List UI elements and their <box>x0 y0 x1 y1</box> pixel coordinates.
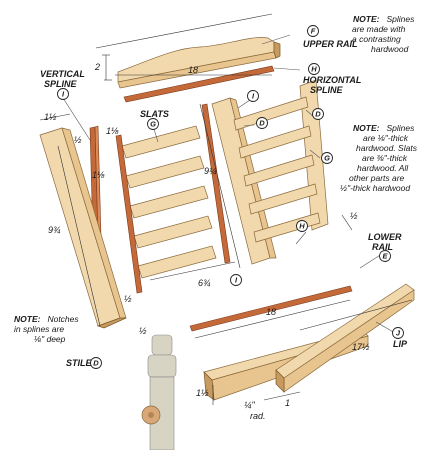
dim-slat-length: 6¾ <box>198 278 211 288</box>
dim-half-bottom-a: ½ <box>124 294 132 304</box>
note-right-line7: ½"-thick hardwood <box>340 183 410 193</box>
horizontal-spline-line1: HORIZONTAL <box>303 75 361 85</box>
callout-j-circle <box>392 327 404 339</box>
callout-i-left: I <box>62 90 65 99</box>
lip-part <box>275 283 415 393</box>
callout-f: F <box>311 27 316 36</box>
callout-h-top-circle <box>308 63 320 75</box>
dim-notch-1b: 1⅛ <box>92 170 105 180</box>
callout-g-slats: G <box>150 120 156 129</box>
callout-d-stile-circle <box>90 357 102 369</box>
slats-label: SLATS <box>140 109 169 119</box>
callout-e-circle <box>379 250 391 262</box>
note-top-line3: a contrasting <box>352 34 401 44</box>
upper-rail-label: UPPER RAIL <box>303 39 358 49</box>
callout-i-right: I <box>252 92 255 101</box>
dim-upper-rail-length: 18 <box>188 65 198 75</box>
upper-rail-part <box>117 37 281 89</box>
vertical-spline-label: VERTICAL SPLINE <box>40 69 87 89</box>
dim-lip-width: 1 <box>285 398 290 408</box>
lower-rail-label: LOWER RAIL <box>368 232 404 252</box>
callout-g-slats-circle <box>147 118 159 130</box>
callout-h-bottom: H <box>299 222 305 231</box>
callout-h-bottom-circle <box>296 220 308 232</box>
callout-h-top: H <box>311 65 317 74</box>
dim-lower-rail-height: 1½ <box>196 388 209 398</box>
note-right-lead: NOTE: <box>353 123 380 133</box>
stand-hardware <box>141 334 177 450</box>
note-left-line2: in splines are <box>14 324 64 334</box>
leader-lines <box>62 34 396 334</box>
note-right-line3: hardwood. Slats <box>356 143 418 153</box>
note-right-line5: hardwood. All <box>357 163 409 173</box>
note-left-lead: NOTE: <box>14 314 41 324</box>
lower-rail-line1: LOWER <box>368 232 402 242</box>
dim-notch-half: ½ <box>74 135 82 145</box>
note-top-line2: are made with <box>352 24 406 34</box>
stile-label: STILE <box>66 358 92 368</box>
notched-spline-middle <box>115 134 143 294</box>
dim-lower-rail-length: 18 <box>266 307 276 317</box>
note-top-line4: hardwood <box>371 44 409 54</box>
dim-radius: ¼" <box>244 400 256 410</box>
dim-notch-1a: 1⅛ <box>106 126 119 136</box>
note-left-line3: ⅛" deep <box>34 334 66 344</box>
note-left-line1: Notches <box>47 314 79 324</box>
vertical-spline-line2: SPLINE <box>44 79 78 89</box>
stile-left-part <box>39 127 127 329</box>
note-right-line1: Splines <box>386 123 415 133</box>
callout-f-circle <box>307 25 319 37</box>
callout-g-right-circle <box>321 152 333 164</box>
dim-stile-length: 9¾ <box>48 225 61 235</box>
slats-part <box>121 125 217 279</box>
note-right: NOTE: Splines are ⅛"-thick hardwood. Sla… <box>340 118 421 193</box>
note-left: NOTE: Notches in splines are ⅛" deep <box>14 309 83 344</box>
callout-d-frame-circle <box>256 117 268 129</box>
note-right-line6: other parts are <box>349 173 405 183</box>
lower-rail-line2: RAIL <box>372 242 393 252</box>
dim-frame-height: 9¼ <box>204 166 217 176</box>
callout-d-frame: D <box>259 119 265 128</box>
callout-i-left-circle <box>57 88 69 100</box>
right-frame-assembly <box>211 79 329 265</box>
callout-e: E <box>382 252 388 261</box>
callout-g-right: G <box>324 154 330 163</box>
dim-half-right: ½ <box>350 211 358 221</box>
dim-lip-length: 17½ <box>352 342 370 352</box>
note-right-line2: are ⅛"-thick <box>363 133 409 143</box>
callout-i-bottom-circle <box>230 274 242 286</box>
callout-j: J <box>396 329 401 338</box>
callout-d-right-circle <box>312 108 324 120</box>
callout-i-right-circle <box>247 90 259 102</box>
dim-stile-width: 1½ <box>44 112 57 122</box>
callout-i-bottom: I <box>235 276 238 285</box>
notched-spline-right <box>201 103 231 264</box>
vertical-spline-line1: VERTICAL <box>40 69 85 79</box>
note-top-line1: Splines <box>386 14 415 24</box>
dimension-lines <box>39 13 413 405</box>
dim-half-bottom-b: ½ <box>139 326 147 336</box>
note-top: NOTE: Splines are made with a contrastin… <box>352 9 418 54</box>
lower-spline-part <box>189 285 353 332</box>
callout-d-right: D <box>315 110 321 119</box>
horizontal-spline-line2: SPLINE <box>310 85 344 95</box>
dim-upper-rail-height: 2 <box>94 62 100 72</box>
callout-d-stile: D <box>93 359 99 368</box>
dim-radius-label: rad. <box>250 411 266 421</box>
lip-label: LIP <box>393 339 408 349</box>
note-top-lead: NOTE: <box>353 14 380 24</box>
horizontal-spline-label: HORIZONTAL SPLINE <box>303 75 364 95</box>
note-right-line4: are ⅜"-thick <box>362 153 408 163</box>
